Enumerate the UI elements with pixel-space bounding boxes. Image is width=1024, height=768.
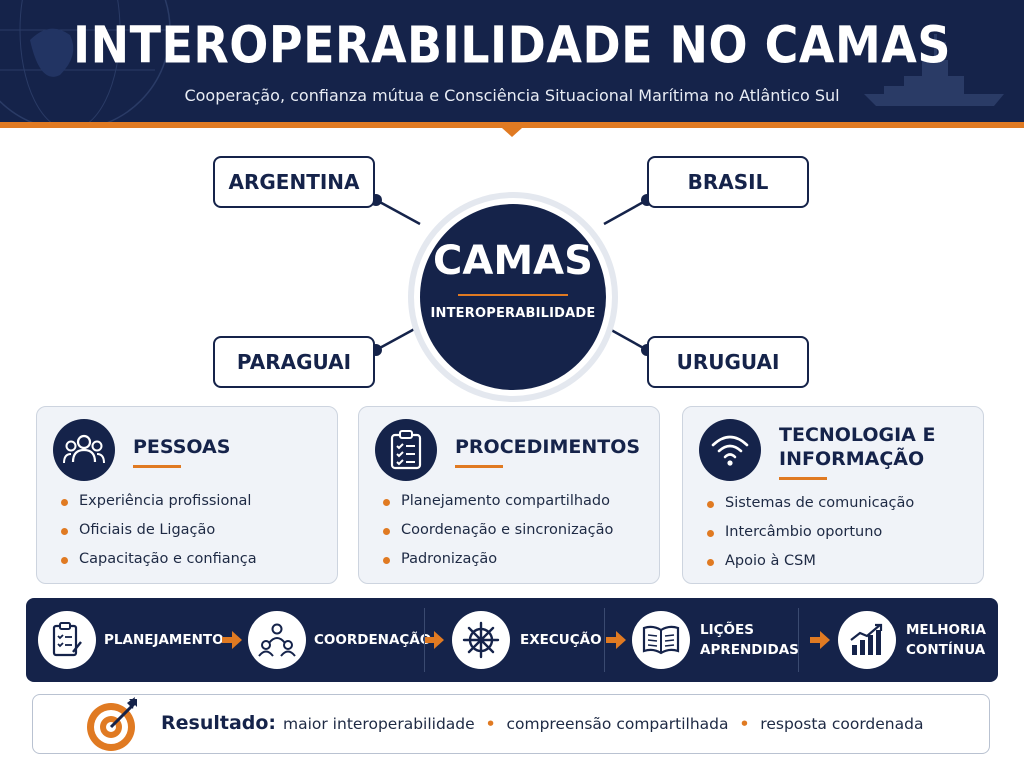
- result-separator: •: [485, 715, 496, 733]
- globe-decoration-icon: [0, 0, 171, 128]
- step-label: EXECUÇÃO: [520, 632, 602, 648]
- list-item: Oficiais de Ligação: [61, 516, 257, 545]
- result-bar: Resultado: maior interoperabilidade • co…: [32, 694, 990, 754]
- pillar-list: Experiência profissional Oficiais de Lig…: [61, 487, 257, 574]
- process-cycle-bar: PLANEJAMENTO COORDENAÇÃO EXECUÇÃO: [26, 598, 998, 682]
- country-uruguai: URUGUAI: [647, 336, 809, 388]
- step-label-line: APRENDIDAS: [700, 642, 799, 658]
- step-label: COORDENAÇÃO: [314, 632, 432, 648]
- result-separator: •: [739, 715, 750, 733]
- pillar-title: PESSOAS: [133, 436, 231, 458]
- hub-subtitle: INTEROPERABILIDADE: [430, 306, 596, 321]
- list-item: Planejamento compartilhado: [383, 487, 613, 516]
- list-item: Experiência profissional: [61, 487, 257, 516]
- result-label: Resultado:: [161, 712, 277, 734]
- wifi-icon: [699, 419, 761, 481]
- target-icon: [87, 697, 137, 751]
- country-paraguai: PARAGUAI: [213, 336, 375, 388]
- list-item: Coordenação e sincronização: [383, 516, 613, 545]
- country-brasil: BRASIL: [647, 156, 809, 208]
- pillar-tecnologia: TECNOLOGIA E INFORMAÇÃO Sistemas de comu…: [682, 406, 984, 584]
- pillar-title-line: TECNOLOGIA E: [779, 424, 936, 446]
- pillar-title-rule: [455, 465, 503, 468]
- step-divider: [424, 608, 425, 672]
- pillar-pessoas: PESSOAS Experiência profissional Oficiai…: [36, 406, 338, 584]
- step-label-line: MELHORIA: [906, 622, 986, 638]
- pillar-title-rule: [779, 477, 827, 480]
- arrow-right-icon: [424, 631, 444, 649]
- arrow-right-icon: [606, 631, 626, 649]
- header-notch: [502, 128, 522, 137]
- arrow-right-icon: [222, 631, 242, 649]
- result-item: resposta coordenada: [760, 715, 924, 733]
- pillar-title-rule: [133, 465, 181, 468]
- book-icon: [632, 611, 690, 669]
- header-accent-stripe: [0, 122, 1024, 128]
- pillar-list: Sistemas de comunicação Intercâmbio opor…: [707, 489, 914, 576]
- hub-circle: CAMAS INTEROPERABILIDADE: [420, 204, 606, 390]
- step-divider: [798, 608, 799, 672]
- step-label: PLANEJAMENTO: [104, 632, 224, 648]
- growth-chart-icon: [838, 611, 896, 669]
- result-item: compreensão compartilhada: [506, 715, 729, 733]
- step-label: MELHORIA CONTÍNUA: [906, 598, 986, 682]
- list-item: Intercâmbio oportuno: [707, 518, 914, 547]
- header-banner: INTEROPERABILIDADE NO CAMAS Cooperação, …: [0, 0, 1024, 128]
- page-title: INTEROPERABILIDADE NO CAMAS: [72, 15, 952, 75]
- list-item: Padronização: [383, 545, 613, 574]
- step-label: LIÇÕES APRENDIDAS: [700, 598, 799, 682]
- list-item: Sistemas de comunicação: [707, 489, 914, 518]
- pillar-procedimentos: PROCEDIMENTOS Planejamento compartilhado…: [358, 406, 660, 584]
- clipboard-icon: [375, 419, 437, 481]
- people-icon: [53, 419, 115, 481]
- result-item: maior interoperabilidade: [283, 715, 475, 733]
- page-subtitle: Cooperação, confianza mútua e Consciênci…: [184, 86, 840, 105]
- result-items: maior interoperabilidade • compreensão c…: [283, 715, 923, 733]
- pillar-list: Planejamento compartilhado Coordenação e…: [383, 487, 613, 574]
- step-label-line: CONTÍNUA: [906, 642, 986, 658]
- checklist-icon: [38, 611, 96, 669]
- step-label-line: LIÇÕES: [700, 622, 754, 638]
- step-divider: [604, 608, 605, 672]
- warship-silhouette-icon: [864, 34, 1004, 106]
- list-item: Capacitação e confiança: [61, 545, 257, 574]
- pillar-title-line: INFORMAÇÃO: [779, 448, 925, 470]
- country-argentina: ARGENTINA: [213, 156, 375, 208]
- hub-title: CAMAS: [433, 238, 593, 284]
- list-item: Apoio à CSM: [707, 547, 914, 576]
- hub-diagram: ARGENTINA BRASIL PARAGUAI URUGUAI CAMAS …: [0, 138, 1024, 402]
- pillar-title: TECNOLOGIA E INFORMAÇÃO: [779, 423, 935, 471]
- hub-divider: [458, 294, 568, 296]
- team-icon: [248, 611, 306, 669]
- pillar-title: PROCEDIMENTOS: [455, 436, 641, 458]
- ship-wheel-icon: [452, 611, 510, 669]
- arrow-right-icon: [810, 631, 830, 649]
